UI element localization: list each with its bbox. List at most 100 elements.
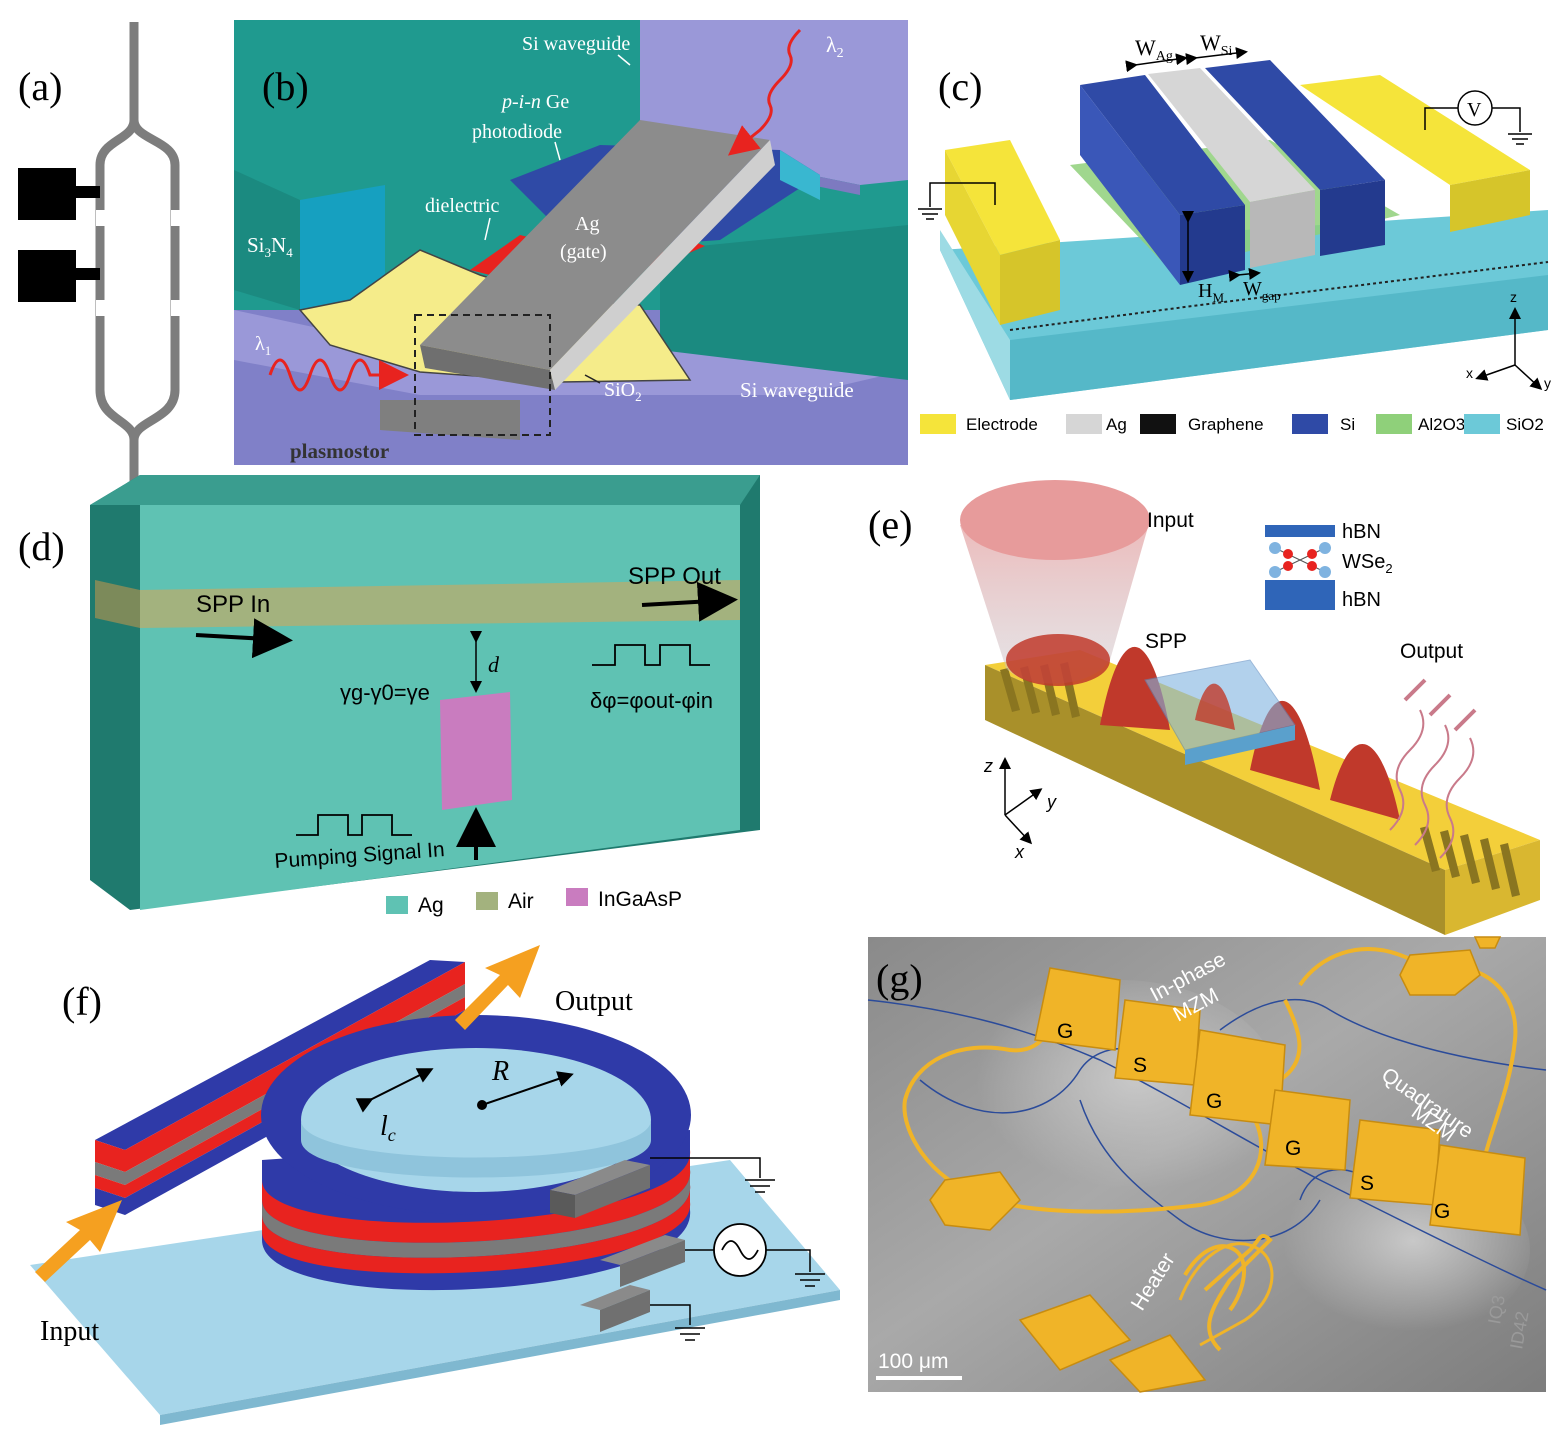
ground-icon xyxy=(1508,133,1532,145)
ground-icon xyxy=(745,1179,775,1193)
axis-z-label: z xyxy=(983,756,993,776)
axis-triad xyxy=(999,757,1043,845)
electrode-pad xyxy=(18,168,76,220)
panel-c-legend: Electrode Ag Graphene Si Al2O3 SiO2 xyxy=(920,414,1544,434)
si-waveguide-top-label: Si waveguide xyxy=(522,33,630,55)
voltmeter-wire xyxy=(1424,107,1458,130)
si3n4-label: Si3N4 xyxy=(247,233,293,260)
pad-g xyxy=(1264,1089,1351,1171)
ground-wire xyxy=(650,1157,761,1178)
waveguide-gap xyxy=(96,300,105,316)
probe-pad xyxy=(1399,949,1481,996)
pad-g-label: G xyxy=(1434,1200,1450,1223)
electrode-right-front xyxy=(1450,170,1530,232)
dielectric-label: dielectric xyxy=(425,195,500,217)
gold-waveguide-front xyxy=(985,665,1445,935)
si-waveguide-bottom-label: Si waveguide xyxy=(740,378,854,402)
pump-pulse-train xyxy=(296,814,412,836)
ag-block-top xyxy=(90,475,760,505)
hbn-top-label: hBN xyxy=(1342,521,1381,543)
panel-a: (a) xyxy=(18,22,180,560)
heterostructure-inset: hBN WSe2 hBN xyxy=(1265,521,1393,611)
panel-d: (d) SPP In SPP Out d γg-γ0=γe δφ=φout-φi… xyxy=(18,475,760,917)
si3n4-block-right xyxy=(660,225,908,380)
spp-lobe-under-stack xyxy=(1195,683,1235,730)
w-si-label: WSi xyxy=(1200,30,1233,59)
input-beam-top xyxy=(960,480,1150,560)
pad-g-label: G xyxy=(1206,1090,1222,1113)
h-m-label: HM xyxy=(1198,280,1224,305)
panel-f-label: (f) xyxy=(62,979,102,1024)
ground-icon xyxy=(795,1273,825,1287)
spp-out-label: SPP Out xyxy=(628,563,721,590)
gamma-equation: γg-γ0=γe xyxy=(340,680,430,705)
panel-g: (g) In-phase MZM Quadrature MZM Heater G… xyxy=(867,936,1547,1393)
electrode-pads xyxy=(929,936,1526,1393)
legend-label: Si xyxy=(1340,415,1355,434)
panel-c: (c) WAg WSi HM Wgap V xyxy=(918,30,1551,434)
spp-lobe xyxy=(1330,744,1400,820)
waveguide-gap xyxy=(171,300,180,316)
panel-d-legend: Ag Air InGaAsP xyxy=(386,888,682,917)
panel-e-label: (e) xyxy=(868,502,912,547)
heater-pad xyxy=(1018,1294,1132,1371)
scale-bar-label: 100 μm xyxy=(878,1350,948,1373)
ring-contacts xyxy=(550,1160,685,1332)
panel-f: (f) xyxy=(30,945,840,1425)
legend-swatch xyxy=(386,896,408,914)
spp-in-arrow xyxy=(195,618,293,659)
axis-x-label: x xyxy=(1014,842,1025,862)
phi-equation: δφ=φout-φin xyxy=(590,688,713,713)
waveguide-gap xyxy=(171,210,180,226)
legend-swatch xyxy=(476,892,498,910)
lambda1-wave xyxy=(268,358,409,392)
chip-watermark: IQ3 xyxy=(1484,1294,1509,1326)
axis-y-label: y xyxy=(1544,375,1551,391)
air-channel xyxy=(140,580,740,628)
legend-label: Ag xyxy=(1106,415,1127,434)
ag-rail-front xyxy=(1250,190,1315,268)
pad-g-label: G xyxy=(1057,1020,1073,1043)
si3n4-block-left xyxy=(234,170,300,310)
hbn-top-layer xyxy=(1265,525,1335,537)
legend-swatch xyxy=(1066,414,1102,434)
ground-wire xyxy=(929,182,996,207)
output-label: Output xyxy=(1400,640,1463,663)
legend-label: Air xyxy=(508,890,534,913)
legend-swatch xyxy=(920,414,956,434)
pad-s-label: S xyxy=(1360,1172,1374,1195)
legend-swatch xyxy=(1292,414,1328,434)
heater-pad xyxy=(1108,1334,1207,1393)
w-gap-label: Wgap xyxy=(1243,278,1281,303)
axis-triad xyxy=(1475,307,1543,391)
output-pulse-train xyxy=(592,644,710,666)
input-spot xyxy=(1006,634,1110,686)
spp-out-arrow xyxy=(641,581,738,622)
ag-gate-label-1: Ag xyxy=(575,213,599,235)
pad-g xyxy=(1034,967,1121,1051)
panel-a-label: (a) xyxy=(18,64,62,109)
ground-icon xyxy=(675,1327,705,1341)
electrode-lead xyxy=(76,268,100,280)
spp-in-label: SPP In xyxy=(196,591,270,618)
sio2-substrate-front xyxy=(1010,275,1548,400)
plasmostor-box xyxy=(414,314,551,436)
input-beam-cone xyxy=(960,520,1150,684)
electrode-pad xyxy=(18,250,76,302)
pad-s-label: S xyxy=(1133,1054,1147,1077)
ingaasp-block xyxy=(440,692,512,810)
electrode-right-top xyxy=(1300,75,1530,185)
si-rail-right-front xyxy=(1320,180,1385,256)
legend-label: InGaAsP xyxy=(598,888,682,911)
panel-e: (e) xyxy=(868,480,1540,935)
electrode-lead xyxy=(76,186,100,198)
electrode-left-front xyxy=(1000,240,1060,325)
wse2-label: WSe2 xyxy=(1342,551,1393,576)
si-rail-left-front xyxy=(1180,205,1245,285)
probe-pad xyxy=(929,1171,1021,1231)
si-rail-left-top xyxy=(1080,75,1245,215)
grating-output xyxy=(1420,826,1520,897)
lambda2-label: λ2 xyxy=(826,32,844,61)
ag-rail-top xyxy=(1148,68,1315,202)
